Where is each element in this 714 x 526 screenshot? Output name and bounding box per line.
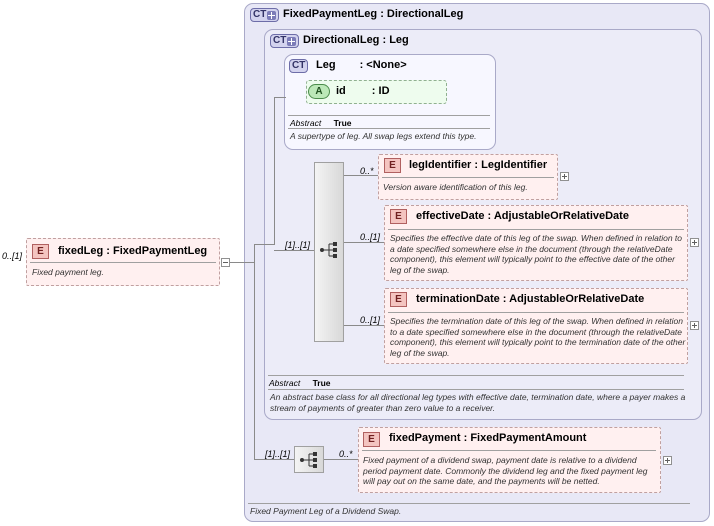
connector — [344, 175, 378, 176]
fixedpaymentleg-type-title: FixedPaymentLeg : DirectionalLeg — [283, 8, 464, 20]
effectivedate-element-title: effectiveDate : AdjustableOrRelativeDate — [416, 210, 629, 222]
complex-type-badge: CT — [270, 34, 300, 48]
terminationdate-description: Specifies the termination date of this l… — [390, 316, 686, 358]
element-badge: E — [363, 432, 380, 447]
element-badge: E — [32, 244, 49, 259]
divider — [248, 503, 690, 504]
fixedleg-description: Fixed payment leg. — [32, 267, 104, 277]
divider — [388, 312, 684, 313]
effectivedate-description: Specifies the effective date of this leg… — [390, 233, 683, 275]
complex-type-badge: CT — [250, 8, 280, 22]
root-cardinality: 0..[1] — [2, 251, 23, 261]
connector — [254, 459, 294, 460]
leg-abstract: Abstract True — [290, 118, 352, 128]
divider — [362, 450, 656, 451]
connector — [344, 325, 384, 326]
terminationdate-element-box[interactable] — [384, 288, 688, 364]
connector — [344, 242, 384, 243]
expand-terminationdate-icon[interactable] — [690, 321, 699, 330]
divider — [268, 389, 684, 390]
expand-type-icon — [267, 10, 277, 20]
sequence-icon — [320, 242, 337, 258]
legidentifier-cardinality: 0..* — [360, 166, 374, 176]
connector — [274, 97, 275, 245]
effectivedate-element-box[interactable] — [384, 205, 688, 281]
divider — [382, 177, 554, 178]
collapse-fixedleg-icon[interactable] — [221, 258, 230, 267]
terminationdate-element-title: terminationDate : AdjustableOrRelativeDa… — [416, 293, 645, 305]
connector — [274, 97, 286, 98]
directionalleg-description: An abstract base class for all direction… — [270, 392, 686, 413]
sequence-cardinality: [1]..[1] — [285, 240, 311, 250]
divider — [288, 115, 490, 116]
sequence-icon — [300, 452, 317, 468]
divider — [388, 229, 684, 230]
directionalleg-abstract: Abstract True — [269, 378, 331, 388]
fixedpayment-description: Fixed payment of a dividend swap, paymen… — [363, 455, 648, 486]
expand-fixedpayment-icon[interactable] — [663, 456, 672, 465]
divider — [288, 128, 490, 129]
element-badge: E — [390, 292, 407, 307]
attribute-id-label: id: ID — [336, 85, 390, 97]
fixedleg-element-title: fixedLeg : FixedPaymentLeg — [58, 245, 208, 257]
connector — [274, 250, 314, 251]
leg-description: A supertype of leg. All swap legs extend… — [290, 131, 477, 141]
divider — [30, 262, 216, 263]
element-badge: E — [384, 158, 401, 173]
complex-type-badge: CT — [289, 59, 309, 73]
attribute-badge: A — [308, 84, 330, 99]
connector — [324, 459, 358, 460]
connector — [254, 244, 274, 245]
element-badge: E — [390, 209, 407, 224]
fixedpayment-element-title: fixedPayment : FixedPaymentAmount — [389, 432, 587, 444]
expand-type-icon — [287, 36, 297, 46]
divider — [268, 375, 684, 376]
leg-type-title: Leg: <None> — [316, 59, 407, 71]
legidentifier-description: Version aware identification of this leg… — [383, 182, 528, 192]
directionalleg-type-title: DirectionalLeg : Leg — [303, 34, 409, 46]
legidentifier-element-title: legIdentifier : LegIdentifier — [409, 159, 548, 171]
fixedpayment-sequence-cardinality: [1]..[1] — [265, 449, 291, 459]
fixedpayment-cardinality: 0..* — [339, 449, 353, 459]
expand-legidentifier-icon[interactable] — [560, 172, 569, 181]
connector — [254, 244, 255, 459]
connector — [230, 262, 254, 263]
terminationdate-cardinality: 0..[1] — [360, 315, 381, 325]
fixedpayment-element-box[interactable] — [358, 427, 661, 493]
expand-effectivedate-icon[interactable] — [690, 238, 699, 247]
effectivedate-cardinality: 0..[1] — [360, 232, 381, 242]
fixedpaymentleg-description: Fixed Payment Leg of a Dividend Swap. — [250, 506, 402, 516]
